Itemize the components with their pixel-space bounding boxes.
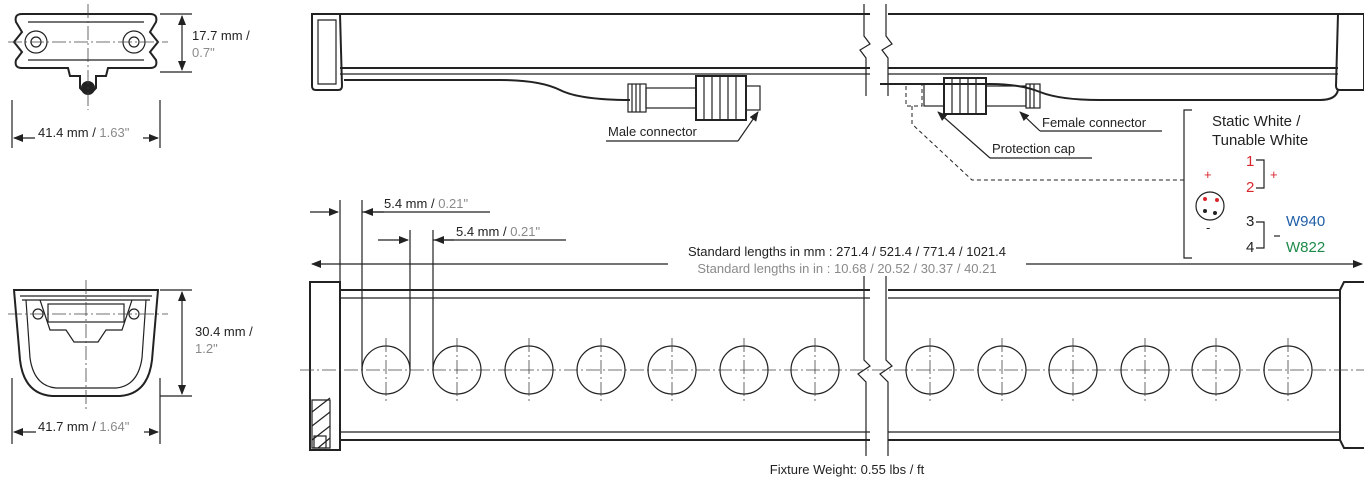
protection-cap-label: Protection cap <box>992 141 1075 156</box>
top-width-mm: 41.4 mm <box>38 125 89 140</box>
pitch-mm: 5.4 mm <box>384 196 427 211</box>
pin-2-label: 2 <box>1246 179 1254 196</box>
pin1-dot <box>1203 197 1207 201</box>
led-row-right <box>905 338 1313 402</box>
end-view-top <box>8 4 192 148</box>
pitch-dim: 5.4 mm / 0.21" <box>384 196 468 211</box>
side-view <box>311 4 1364 181</box>
pin-4-label: 4 <box>1246 239 1254 256</box>
end-view-bottom <box>8 280 192 444</box>
male-connector-label: Male connector <box>608 124 698 139</box>
female-connector-label: Female connector <box>1042 115 1147 130</box>
connector-plus-sign: + <box>1204 167 1212 182</box>
spacing-mm: 5.4 mm <box>456 224 499 239</box>
pin2-dot <box>1215 198 1219 202</box>
w940-label: W940 <box>1286 213 1325 230</box>
pin-3-label: 3 <box>1246 213 1254 230</box>
top-height-in: 0.7" <box>192 45 215 60</box>
standard-lengths-in: Standard lengths in in : 10.68 / 20.52 /… <box>697 261 996 276</box>
bottom-width-dim: 41.7 mm / 1.64" <box>38 419 130 434</box>
bottom-height-in: 1.2" <box>195 341 218 356</box>
bottom-width-mm: 41.7 mm <box>38 419 89 434</box>
front-view <box>300 200 1364 456</box>
pins-positive-sign: + <box>1270 167 1278 182</box>
pinout-diagram <box>1183 109 1280 259</box>
pitch-in: 0.21" <box>438 196 468 211</box>
bottom-height-mm: 30.4 mm / <box>195 324 253 339</box>
fixture-weight: Fixture Weight: 0.55 lbs / ft <box>770 462 925 477</box>
spacing-dim: 5.4 mm / 0.21" <box>456 224 540 239</box>
wiring-title-2: Tunable White <box>1212 132 1308 149</box>
top-width-dim: 41.4 mm / 1.63" <box>38 125 130 140</box>
top-width-in: 1.63" <box>99 125 129 140</box>
w822-label: W822 <box>1286 239 1325 256</box>
standard-lengths-mm: Standard lengths in mm : 271.4 / 521.4 /… <box>688 244 1006 259</box>
pin3-dot <box>1203 209 1207 213</box>
top-height-mm: 17.7 mm / <box>192 28 250 43</box>
pin-1-label: 1 <box>1246 153 1254 170</box>
wiring-title-1: Static White / <box>1212 113 1301 130</box>
bottom-width-in: 1.64" <box>99 419 129 434</box>
pin4-dot <box>1213 211 1217 215</box>
connector-minus-sign: - <box>1206 220 1210 235</box>
spacing-in: 0.21" <box>510 224 540 239</box>
